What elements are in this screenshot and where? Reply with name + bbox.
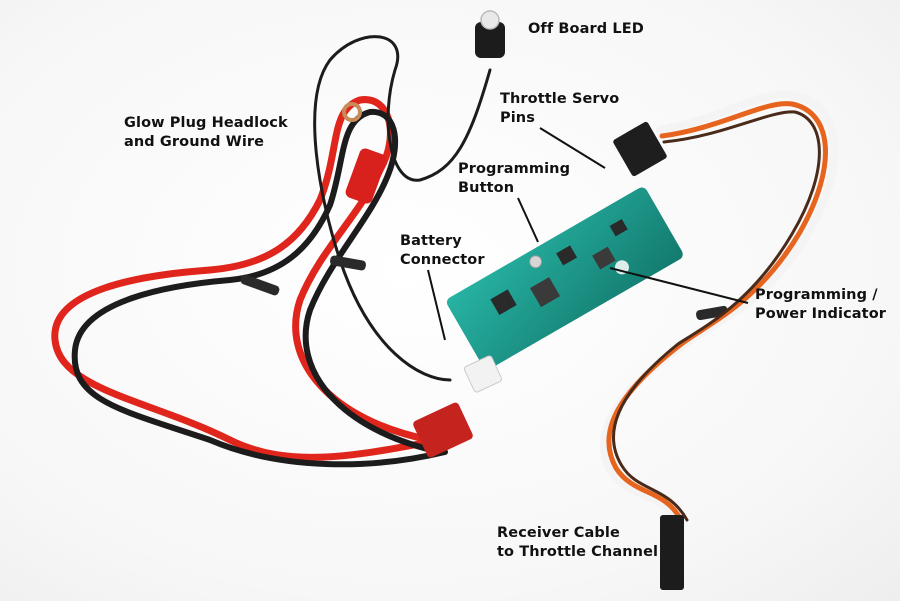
pcb-board xyxy=(446,187,683,370)
label-receiver-cable: Receiver Cable to Throttle Channel xyxy=(497,525,659,560)
servo-cable-brown xyxy=(612,110,821,522)
servo-cable-white xyxy=(599,90,839,524)
leader-servo-pins xyxy=(539,127,606,169)
receiver-plug xyxy=(660,515,684,590)
red-clip xyxy=(345,148,387,204)
led-lens xyxy=(480,10,500,30)
white-plug xyxy=(463,355,503,393)
leader-battery-connector xyxy=(427,269,446,341)
wire-tie xyxy=(240,274,280,296)
leader-programming-button xyxy=(517,197,539,243)
label-off-board-led: Off Board LED xyxy=(528,21,644,37)
label-glow-plug: Glow Plug Headlock and Ground Wire xyxy=(124,115,288,150)
label-programming-button: Programming Button xyxy=(458,161,571,196)
led-body xyxy=(475,22,505,58)
label-throttle-servo-pins: Throttle Servo Pins xyxy=(500,91,620,126)
wire-tie xyxy=(330,255,366,271)
leader-power-indicator xyxy=(609,267,749,304)
battery-connector xyxy=(413,402,473,458)
red-power-wire xyxy=(51,96,444,461)
label-programming-power-indicator: Programming / Power Indicator xyxy=(755,287,887,322)
ring-terminal xyxy=(342,102,362,122)
led-wire xyxy=(313,35,492,382)
servo-header xyxy=(613,121,667,177)
label-battery-connector: Battery Connector xyxy=(400,233,485,268)
black-ground-wire xyxy=(71,108,448,468)
